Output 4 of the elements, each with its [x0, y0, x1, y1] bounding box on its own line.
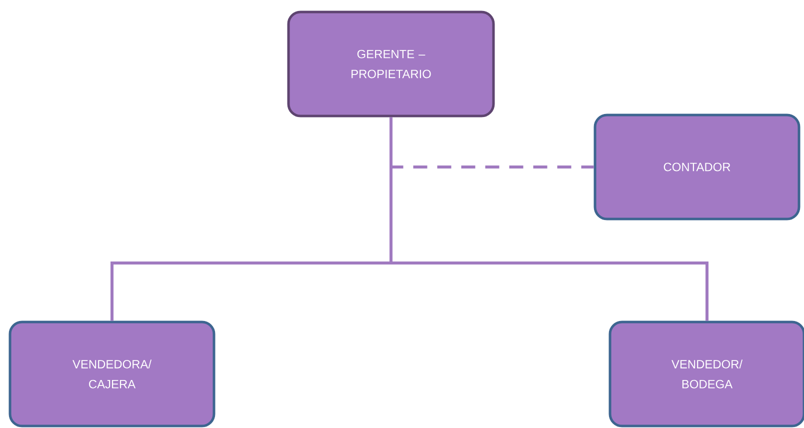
role-box: VENDEDORA/ CAJERA [8, 320, 216, 428]
role-box: CONTADOR [594, 114, 800, 220]
role-box: VENDEDOR/ BODEGA [608, 320, 804, 428]
role-box: GERENTE – PROPIETARIO [287, 10, 495, 118]
